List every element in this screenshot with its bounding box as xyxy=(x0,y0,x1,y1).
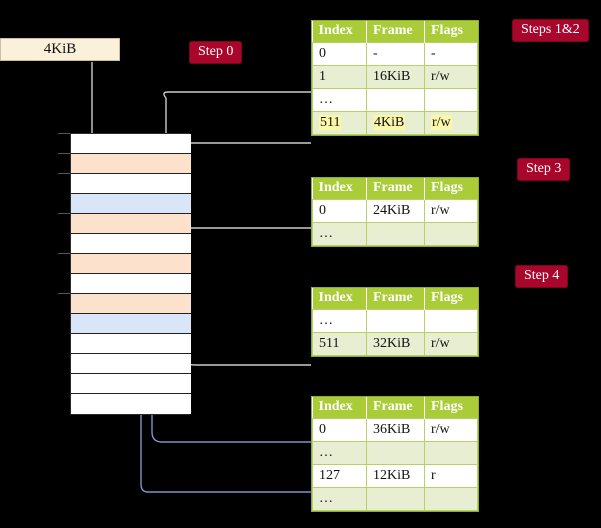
cell-index: … xyxy=(312,308,367,333)
cell-index: 0 xyxy=(312,41,367,66)
badge-steps-1-2: Steps 1&2 xyxy=(512,19,589,42)
column-header-index: Index xyxy=(312,178,367,199)
memory-row xyxy=(71,314,191,334)
memory-tick xyxy=(58,213,70,214)
cell-frame: - xyxy=(366,41,425,66)
badge-step-3: Step 3 xyxy=(517,158,571,181)
table-row: 511 4KiB r/w xyxy=(312,110,478,135)
memory-tick xyxy=(58,153,70,154)
cell-frame xyxy=(366,308,425,333)
table-row: … xyxy=(312,486,478,511)
highlighted-value: 511 xyxy=(319,114,342,130)
memory-row xyxy=(71,254,191,274)
source-frame-label: 4KiB xyxy=(43,41,77,57)
cell-flags: r/w xyxy=(424,64,478,89)
column-header-index: Index xyxy=(312,397,367,418)
memory-row xyxy=(71,174,191,194)
cell-flags: r xyxy=(424,463,478,488)
cell-frame: 32KiB xyxy=(366,331,425,356)
memory-tick xyxy=(58,253,70,254)
memory-row xyxy=(71,334,191,354)
cell-flags: r/w xyxy=(424,198,478,223)
column-header-flags: Flags xyxy=(424,397,478,418)
cell-flags xyxy=(424,486,478,511)
column-header-flags: Flags xyxy=(424,178,478,199)
memory-row xyxy=(71,354,191,374)
memory-row xyxy=(71,294,191,314)
source-frame-box: 4KiB xyxy=(0,38,120,61)
column-header-frame: Frame xyxy=(366,397,425,418)
highlighted-value: r/w xyxy=(431,114,452,130)
cell-index: … xyxy=(312,486,367,511)
column-header-frame: Frame xyxy=(366,21,425,42)
badge-steps-1-2-label: Steps 1&2 xyxy=(521,22,580,37)
memory-tick xyxy=(58,293,70,294)
cell-index: … xyxy=(312,221,367,246)
column-header-frame: Frame xyxy=(366,178,425,199)
column-header-flags: Flags xyxy=(424,21,478,42)
cell-flags: r/w xyxy=(424,417,478,442)
cell-index: 0 xyxy=(312,417,367,442)
memory-row xyxy=(71,194,191,214)
memory-row xyxy=(71,154,191,174)
highlighted-value: 4KiB xyxy=(373,114,406,130)
memory-tick xyxy=(58,133,70,134)
cell-index: … xyxy=(312,440,367,465)
cell-frame: 12KiB xyxy=(366,463,425,488)
cell-frame xyxy=(366,486,425,511)
memory-row xyxy=(71,394,191,414)
cell-index: 127 xyxy=(312,463,367,488)
cell-flags xyxy=(424,221,478,246)
table-row: … xyxy=(312,440,478,465)
cell-frame xyxy=(366,87,425,112)
table-row: 0-- xyxy=(312,41,478,66)
cell-frame: 16KiB xyxy=(366,64,425,89)
cell-flags: r/w xyxy=(424,331,478,356)
cell-flags xyxy=(424,440,478,465)
cell-flags: r/w xyxy=(424,110,478,135)
badge-step-4-label: Step 4 xyxy=(524,268,560,283)
cell-flags xyxy=(424,308,478,333)
memory-row xyxy=(71,234,191,254)
column-header-flags: Flags xyxy=(424,288,478,309)
cell-flags xyxy=(424,87,478,112)
cell-index: 511 xyxy=(312,331,367,356)
memory-row xyxy=(71,274,191,294)
badge-step-0-label: Step 0 xyxy=(198,44,234,59)
cell-frame: 36KiB xyxy=(366,417,425,442)
cell-frame: 24KiB xyxy=(366,198,425,223)
table-row: … xyxy=(312,221,478,246)
memory-row xyxy=(71,374,191,394)
badge-step-4: Step 4 xyxy=(515,265,569,288)
badge-step-0: Step 0 xyxy=(189,41,243,64)
memory-row xyxy=(71,134,191,154)
cell-frame xyxy=(366,221,425,246)
physical-memory-column xyxy=(70,133,191,415)
cell-frame: 4KiB xyxy=(366,110,425,135)
badge-step-3-label: Step 3 xyxy=(526,161,562,176)
column-header-frame: Frame xyxy=(366,288,425,309)
cell-index: 511 xyxy=(312,110,367,135)
memory-tick xyxy=(58,173,70,174)
column-header-index: Index xyxy=(312,288,367,309)
cell-index: … xyxy=(312,87,367,112)
cell-flags: - xyxy=(424,41,478,66)
cell-index: 1 xyxy=(312,64,367,89)
table-row: … xyxy=(312,87,478,112)
memory-row xyxy=(71,214,191,234)
table-row: … xyxy=(312,308,478,333)
column-header-index: Index xyxy=(312,21,367,42)
cell-frame xyxy=(366,440,425,465)
cell-index: 0 xyxy=(312,198,367,223)
